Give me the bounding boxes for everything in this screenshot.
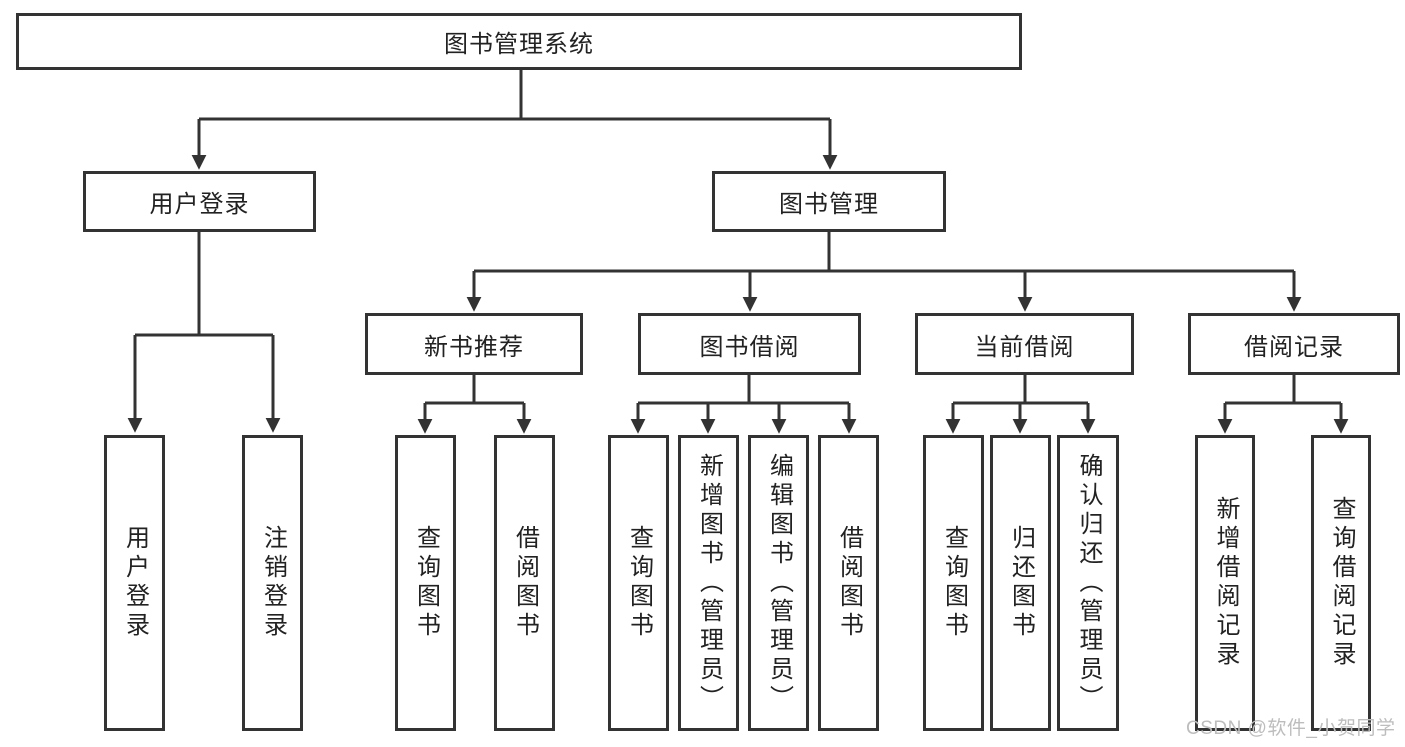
leaf-user-login: 用户登录 [104, 435, 165, 731]
leaf-query-books-current: 查询图书 [923, 435, 984, 731]
node-label: 编辑图书（管理员） [765, 452, 793, 714]
node-label: 图书管理 [779, 191, 879, 218]
leaf-add-borrow-record: 新增借阅记录 [1195, 435, 1255, 731]
leaf-borrow-books: 借阅图书 [818, 435, 879, 731]
node-label: 用户登录 [149, 191, 250, 218]
node-book-borrow: 图书借阅 [638, 313, 861, 375]
node-label: 注销登录 [259, 525, 287, 641]
node-label: 当前借阅 [974, 333, 1075, 361]
leaf-query-borrow-record: 查询借阅记录 [1311, 435, 1371, 731]
leaf-borrow-books-recommend: 借阅图书 [494, 435, 555, 731]
node-root-system: 图书管理系统 [16, 13, 1022, 70]
node-label: 确认归还（管理员） [1075, 452, 1102, 714]
node-label: 用户登录 [121, 525, 149, 641]
leaf-query-books: 查询图书 [608, 435, 669, 731]
node-label: 借阅记录 [1244, 333, 1344, 361]
node-label: 查询借阅记录 [1328, 496, 1355, 670]
leaf-edit-books-admin: 编辑图书（管理员） [748, 435, 809, 731]
node-label: 查询图书 [940, 525, 968, 641]
node-label: 新增图书（管理员） [695, 452, 723, 714]
node-new-book-recommend: 新书推荐 [365, 313, 583, 375]
node-label: 图书借阅 [699, 333, 800, 361]
node-label: 归还图书 [1007, 525, 1035, 641]
leaf-logout: 注销登录 [242, 435, 303, 731]
node-label: 查询图书 [625, 525, 653, 641]
node-label: 借阅图书 [511, 525, 539, 641]
node-label: 新书推荐 [424, 333, 524, 361]
node-label: 借阅图书 [835, 525, 863, 641]
node-user-login: 用户登录 [83, 171, 316, 232]
leaf-add-books-admin: 新增图书（管理员） [678, 435, 739, 731]
node-label: 新增借阅记录 [1212, 496, 1239, 670]
node-label: 图书管理系统 [444, 31, 594, 58]
leaf-query-books-recommend: 查询图书 [395, 435, 456, 731]
node-label: 查询图书 [412, 525, 440, 641]
node-current-borrow: 当前借阅 [915, 313, 1134, 375]
csdn-watermark: CSDN @软件_小贺同学 [1186, 718, 1396, 739]
node-borrow-records: 借阅记录 [1188, 313, 1400, 375]
node-book-management: 图书管理 [712, 171, 946, 232]
leaf-return-books: 归还图书 [990, 435, 1051, 731]
leaf-confirm-return-admin: 确认归还（管理员） [1057, 435, 1119, 731]
